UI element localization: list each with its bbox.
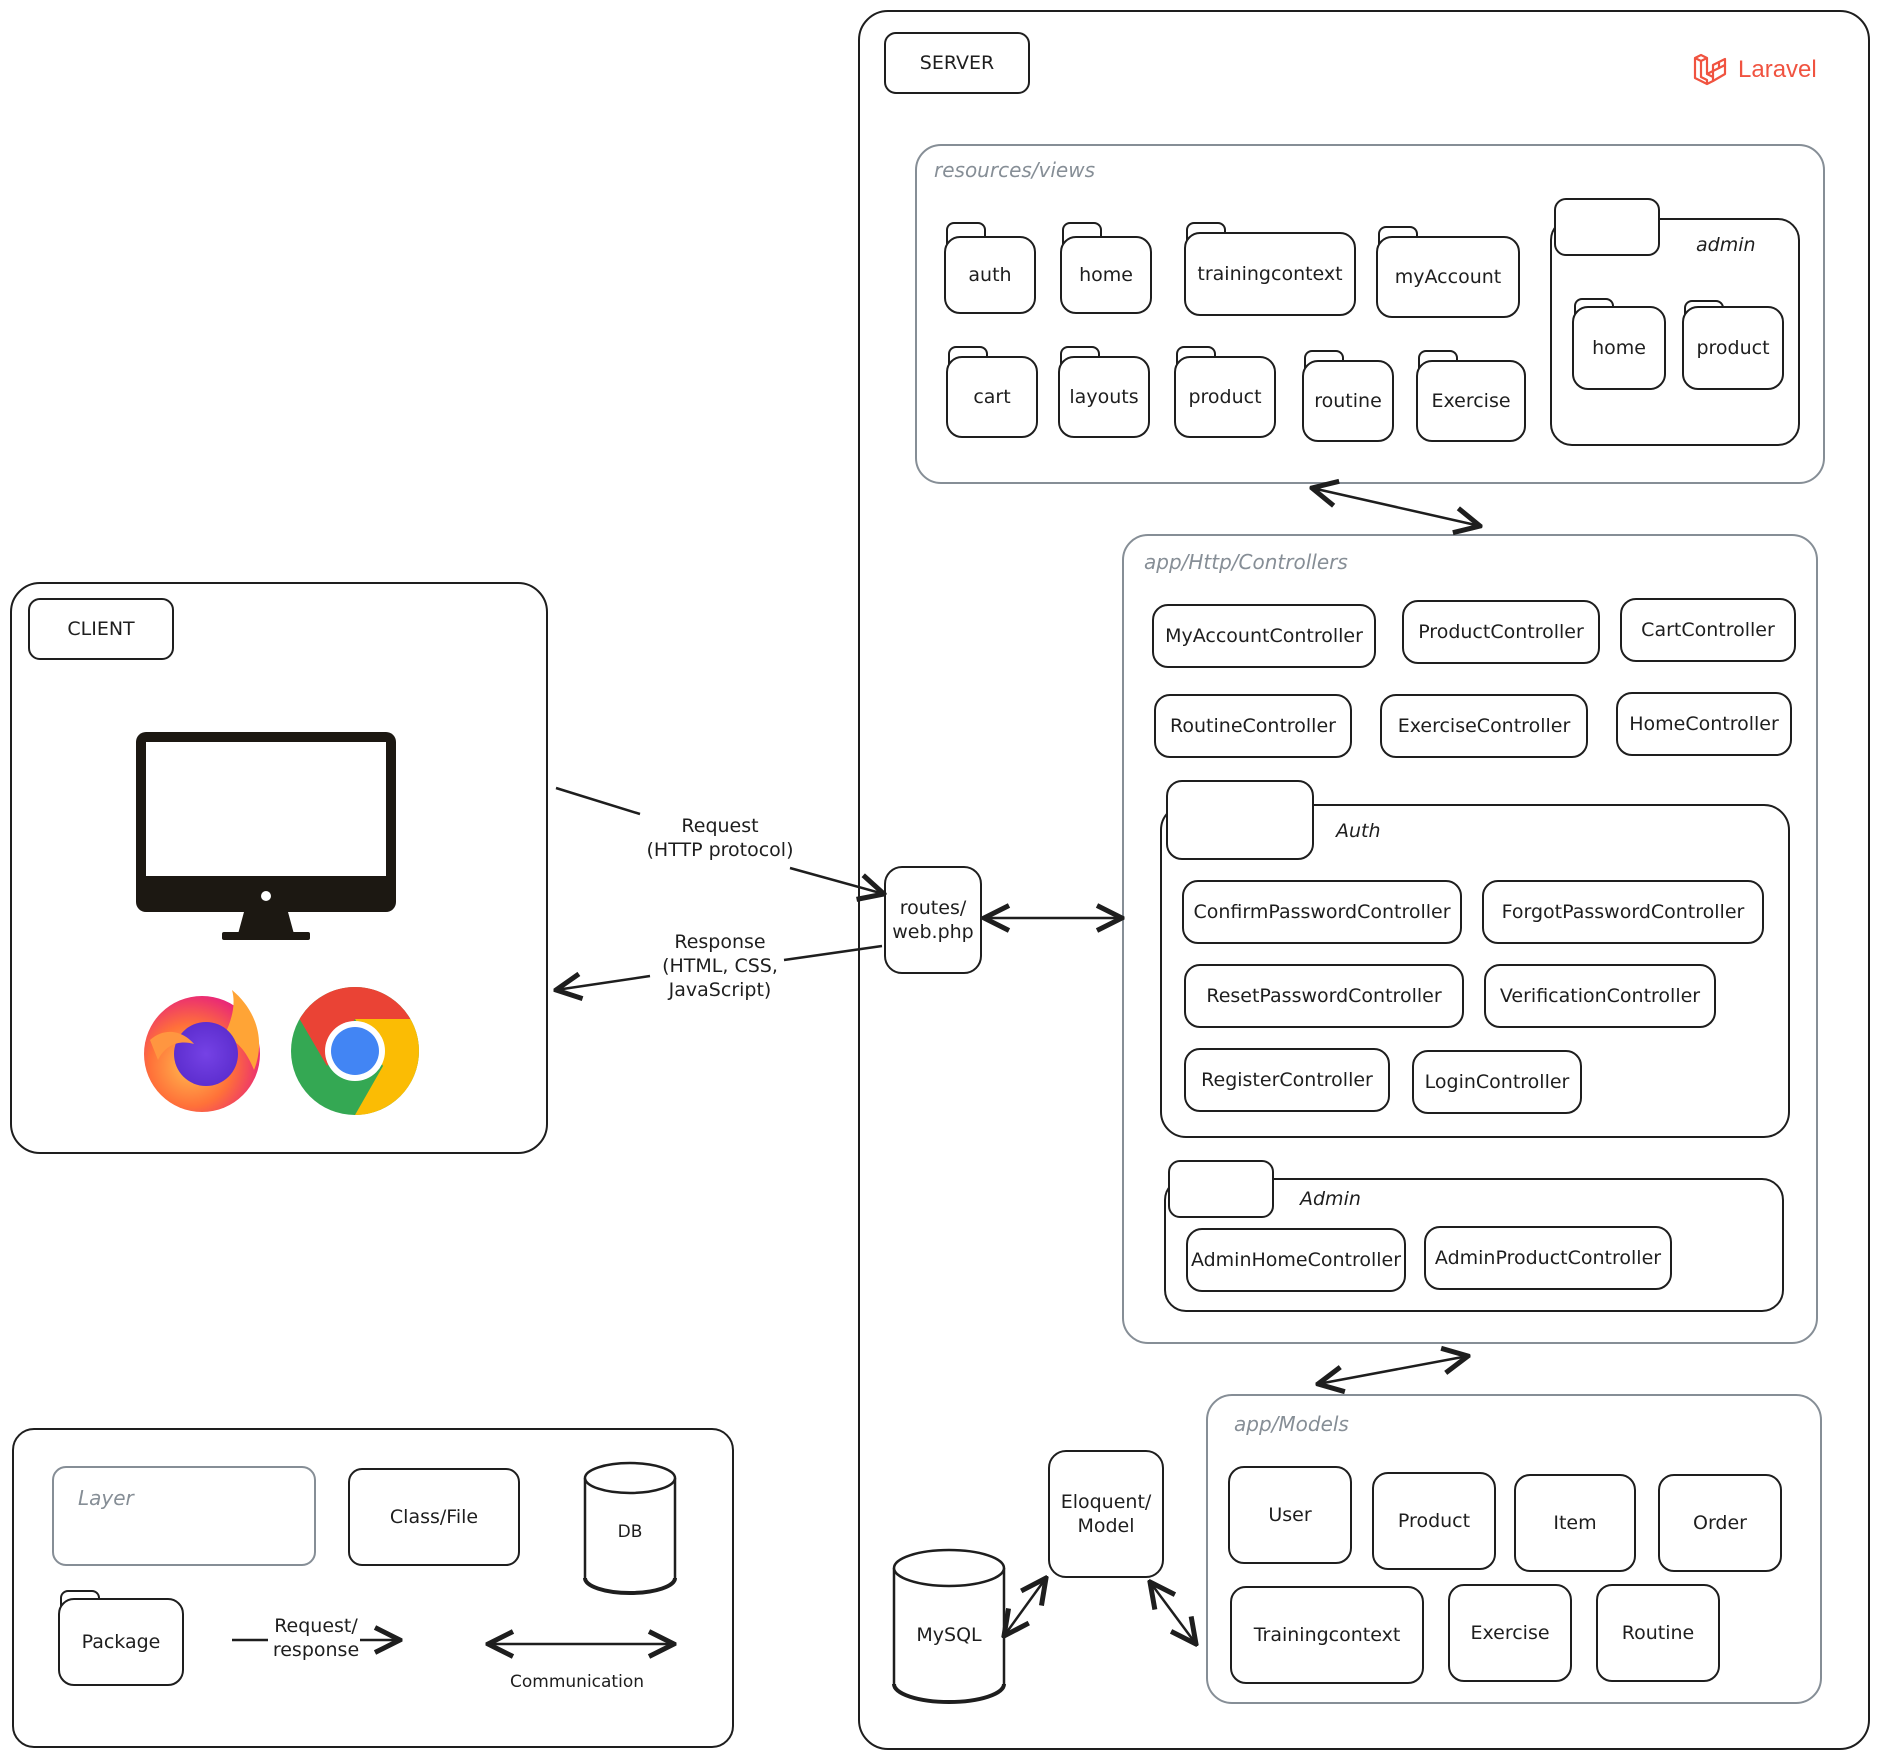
server-title: SERVER xyxy=(884,32,1030,94)
controller-confirm-password: ConfirmPasswordController xyxy=(1182,880,1462,944)
admin-package-tab xyxy=(1168,1160,1274,1218)
legend-layer-label: Layer xyxy=(78,1486,134,1510)
folder-layouts: layouts xyxy=(1058,356,1150,438)
legend-db-icon xyxy=(583,1461,677,1595)
folder-myaccount: myAccount xyxy=(1376,236,1520,318)
legend-communication-label: Communication xyxy=(510,1672,644,1692)
folder-cart: cart xyxy=(946,356,1038,438)
response-label: Response (HTML, CSS, JavaScript) xyxy=(662,931,778,1001)
model-trainingcontext: Trainingcontext xyxy=(1230,1586,1424,1684)
laravel-brand: Laravel xyxy=(1738,56,1817,83)
monitor-icon xyxy=(136,732,396,940)
model-exercise: Exercise xyxy=(1448,1584,1572,1682)
folder-trainingcontext: trainingcontext xyxy=(1184,232,1356,316)
model-user: User xyxy=(1228,1466,1352,1564)
views-admin-label: admin xyxy=(1696,234,1756,256)
views-label: resources/views xyxy=(934,158,1096,182)
admin-folder-product: product xyxy=(1682,306,1784,390)
controller-forgot-password: ForgotPasswordController xyxy=(1482,880,1764,944)
model-order: Order xyxy=(1658,1474,1782,1572)
legend-package: Package xyxy=(58,1598,184,1686)
legend-request-response-label: Request/ response xyxy=(272,1615,360,1661)
controller-verification: VerificationController xyxy=(1484,964,1716,1028)
admin-package-label: Admin xyxy=(1300,1188,1361,1210)
routes-web-php: routes/ web.php xyxy=(884,866,982,974)
model-item: Item xyxy=(1514,1474,1636,1572)
folder-auth: auth xyxy=(944,236,1036,314)
folder-home: home xyxy=(1060,236,1152,314)
controller-home: HomeController xyxy=(1616,692,1792,756)
mysql-db-icon xyxy=(892,1548,1006,1704)
controller-login: LoginController xyxy=(1412,1050,1582,1114)
model-routine: Routine xyxy=(1596,1584,1720,1682)
admin-folder-home: home xyxy=(1572,306,1666,390)
laravel-logo-icon xyxy=(1693,53,1727,86)
controller-admin-home: AdminHomeController xyxy=(1186,1228,1406,1292)
legend-layer-swatch xyxy=(52,1466,316,1566)
eloquent-model: Eloquent/ Model xyxy=(1048,1450,1164,1578)
controllers-label: app/Http/Controllers xyxy=(1144,550,1348,574)
controller-admin-product: AdminProductController xyxy=(1424,1226,1672,1290)
client-title: CLIENT xyxy=(28,598,174,660)
legend-db-label: DB xyxy=(617,1522,643,1542)
folder-product: product xyxy=(1174,356,1276,438)
response-arrow xyxy=(556,976,651,990)
auth-package-label: Auth xyxy=(1336,820,1381,842)
controller-product: ProductController xyxy=(1402,600,1600,664)
firefox-icon xyxy=(144,990,260,1112)
models-label: app/Models xyxy=(1234,1412,1349,1436)
request-arrow-tail xyxy=(555,786,641,816)
views-admin-tab xyxy=(1554,198,1660,256)
controller-myaccount: MyAccountController xyxy=(1152,604,1376,668)
controller-exercise: ExerciseController xyxy=(1380,694,1588,758)
chrome-icon xyxy=(291,987,419,1115)
legend-class-file: Class/File xyxy=(348,1468,520,1566)
controller-register: RegisterController xyxy=(1184,1048,1390,1112)
controller-routine: RoutineController xyxy=(1154,694,1352,758)
auth-package-tab xyxy=(1166,780,1314,860)
model-product: Product xyxy=(1372,1472,1496,1570)
folder-exercise: Exercise xyxy=(1416,360,1526,442)
folder-routine: routine xyxy=(1302,360,1394,442)
mysql-label: MySQL xyxy=(916,1624,982,1646)
controller-cart: CartController xyxy=(1620,598,1796,662)
controller-reset-password: ResetPasswordController xyxy=(1184,964,1464,1028)
request-label: Request (HTTP protocol) xyxy=(646,815,794,861)
